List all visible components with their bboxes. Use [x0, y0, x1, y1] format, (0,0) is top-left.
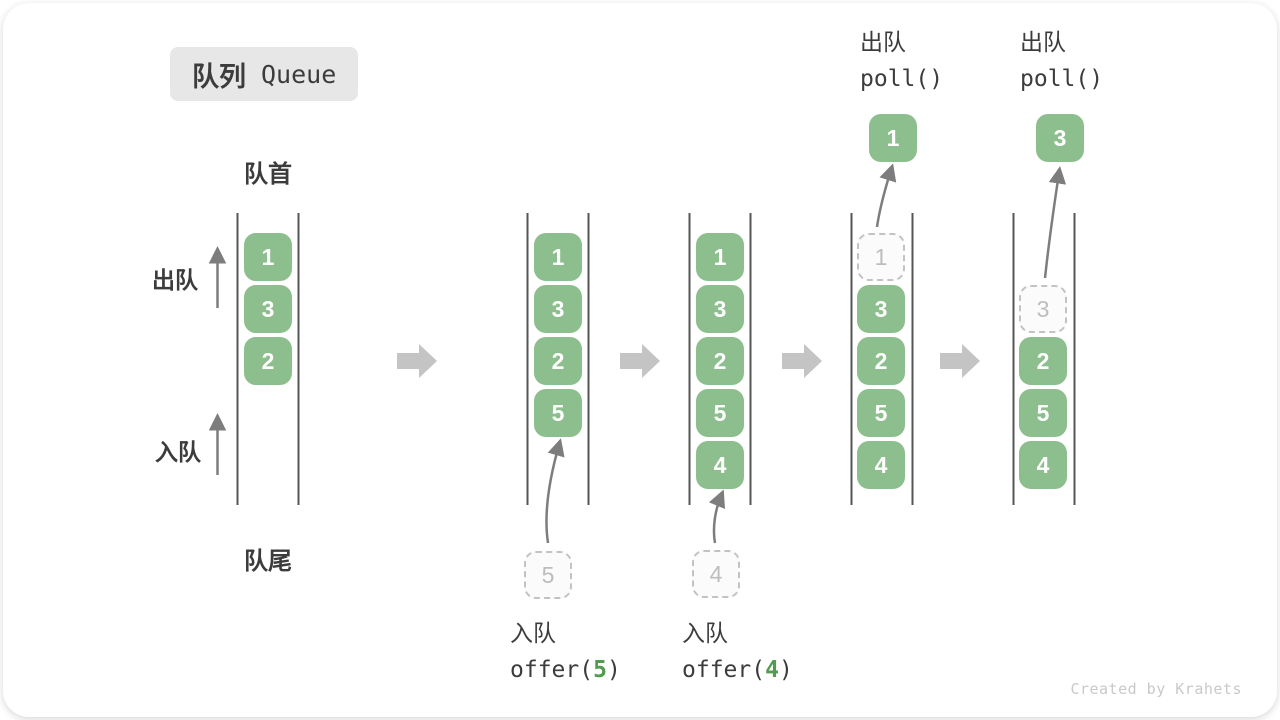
queue-item: 5 [696, 389, 744, 437]
op-label-enqueue-offer5: 入队 offer(5) [510, 615, 621, 689]
op-zh: 入队 [510, 620, 556, 646]
queue-item: 4 [1019, 441, 1067, 489]
queue-item: 5 [1019, 389, 1067, 437]
enqueue-arrow-icon [545, 438, 565, 544]
op-zh: 入队 [682, 620, 728, 646]
queue-item-incoming: 5 [524, 551, 572, 599]
queue-item: 2 [244, 337, 292, 385]
step-arrow-icon [782, 344, 822, 378]
poll-arrow-icon [875, 163, 897, 228]
queue-item: 3 [244, 285, 292, 333]
queue-item: 5 [857, 389, 905, 437]
op-arg: 4 [765, 657, 779, 683]
op-label-poll-1: 出队 poll() [860, 24, 943, 98]
title-zh: 队列 [192, 61, 246, 92]
queue-item: 1 [244, 233, 292, 281]
label-enqueue-side: 入队 [155, 439, 201, 465]
label-dequeue-side: 出队 [152, 267, 198, 293]
watermark: Created by Krahets [1070, 680, 1242, 698]
op-zh: 出队 [1020, 29, 1066, 55]
op-label-enqueue-offer4: 入队 offer(4) [682, 615, 793, 689]
label-queue-front: 队首 [244, 161, 292, 188]
step-arrow-icon [940, 344, 980, 378]
op-code: offer(4) [682, 657, 793, 683]
queue-item: 5 [534, 389, 582, 437]
step-arrow-icon [397, 344, 437, 378]
queue-item: 3 [534, 285, 582, 333]
queue-item-polled: 3 [1036, 114, 1084, 162]
op-code: poll() [1020, 66, 1104, 92]
queue-item: 3 [696, 285, 744, 333]
enqueue-arrow-icon [708, 489, 726, 544]
title-en: Queue [261, 59, 337, 89]
step-arrow-icon [620, 344, 660, 378]
op-zh: 出队 [860, 29, 906, 55]
queue-item: 2 [857, 337, 905, 385]
queue-walls [236, 213, 1076, 505]
step-arrows [397, 344, 980, 378]
op-arg: 5 [593, 657, 607, 683]
label-queue-rear: 队尾 [244, 548, 292, 575]
op-code: poll() [860, 66, 944, 92]
queue-item: 2 [696, 337, 744, 385]
queue-item-removed: 3 [1019, 285, 1067, 333]
flow-arrows [208, 163, 1067, 544]
queue-item: 4 [857, 441, 905, 489]
queue-item-removed: 1 [857, 233, 905, 281]
queue-item: 3 [857, 285, 905, 333]
op-label-poll-3: 出队 poll() [1020, 24, 1103, 98]
queue-item: 2 [1019, 337, 1067, 385]
queue-item: 4 [696, 441, 744, 489]
queue-item-incoming: 4 [692, 550, 740, 598]
queue-item-polled: 1 [869, 114, 917, 162]
queue-item: 2 [534, 337, 582, 385]
poll-arrow-icon [1043, 166, 1067, 279]
op-code: offer(5) [510, 657, 621, 683]
queue-item: 1 [696, 233, 744, 281]
queue-item: 1 [534, 233, 582, 281]
title-badge: 队列 Queue [170, 47, 359, 101]
